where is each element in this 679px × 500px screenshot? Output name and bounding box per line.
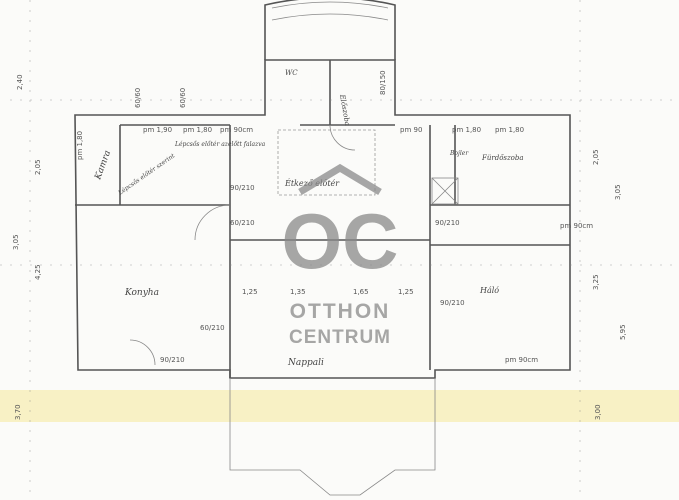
dim-door2: 60/210	[230, 219, 255, 227]
dim-door6: 90/210	[160, 356, 185, 364]
dim-right1: 2,05	[592, 149, 600, 165]
dim-pm190: pm 1,90	[143, 126, 172, 134]
dim-door5: 60/210	[200, 324, 225, 332]
dim-w3: 1,65	[353, 288, 369, 296]
dim-pm180-kamra: pm 1,80	[76, 131, 84, 160]
room-label-furdo: Fürdőszoba	[481, 153, 524, 162]
room-label-eloszoba: Előszoba	[338, 93, 353, 127]
dim-door1: 90/210	[230, 184, 255, 192]
watermark-line2: CENTRUM	[289, 327, 391, 348]
room-label-bojler: Bojler	[449, 150, 469, 157]
room-label-kamra: Kamra	[93, 149, 113, 182]
highlight-band	[0, 390, 679, 422]
otthon-centrum-watermark: OC OTTHON CENTRUM	[282, 163, 399, 348]
dim-pm180b: pm 1,80	[452, 126, 481, 134]
dim-pm180c: pm 1,80	[495, 126, 524, 134]
dim-top1: 60/60	[134, 88, 142, 108]
dim-right4: 5,95	[619, 324, 627, 340]
dim-left4: 4,25	[34, 264, 42, 280]
room-label-halo: Háló	[479, 286, 499, 295]
room-label-konyha: Konyha	[124, 288, 159, 298]
note-lepcso-2: Lépcsős előtér azelőtt falazva	[174, 141, 266, 148]
dim-right3: 3,25	[592, 274, 600, 290]
dim-left1: 2,40	[16, 74, 24, 90]
dim-left5: 3,70	[14, 404, 22, 420]
room-label-nappali: Nappali	[287, 358, 324, 368]
room-label-wc: WC	[285, 69, 298, 77]
watermark-logo: OC	[282, 197, 399, 285]
dim-right2: 3,05	[614, 184, 622, 200]
dim-pm180a: pm 1,80	[183, 126, 212, 134]
roof-icon	[298, 163, 382, 196]
dim-pm90a: pm 90cm	[220, 126, 253, 134]
dim-pm90d: pm 90cm	[505, 356, 538, 364]
dim-pm90b: pm 90	[400, 126, 422, 134]
dim-door4: 90/210	[440, 299, 465, 307]
dim-w4: 1,25	[398, 288, 414, 296]
dim-right5: 3,00	[594, 404, 602, 420]
dim-top3: 80/150	[379, 70, 387, 95]
dim-left3: 3,05	[12, 234, 20, 250]
dim-w1: 1,25	[242, 288, 258, 296]
dim-top2: 60/60	[179, 88, 187, 108]
dimension-labels: pm 1,90 pm 1,80 pm 90cm pm 90 pm 1,80 pm…	[12, 70, 627, 420]
dim-left2: 2,05	[34, 159, 42, 175]
dim-w2: 1,35	[290, 288, 306, 296]
watermark-line1: OTTHON	[290, 300, 391, 323]
dim-pm90c: pm 90cm	[560, 222, 593, 230]
note-lepcso-1: Lépcsős előtér szerint	[116, 152, 176, 197]
dim-door3: 90/210	[435, 219, 460, 227]
